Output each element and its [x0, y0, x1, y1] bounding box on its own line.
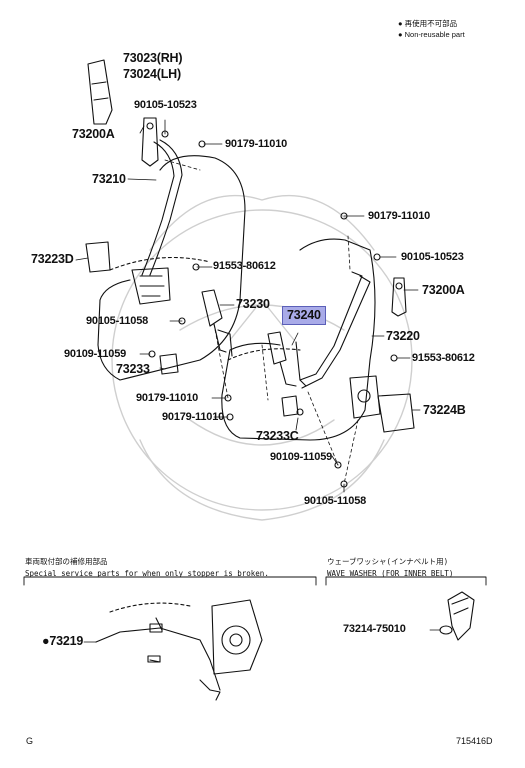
part-label-90109-11059-left[interactable]: 90109-11059 [64, 348, 127, 360]
left-buckle-cover [159, 353, 179, 375]
part-label-73210[interactable]: 73210 [92, 172, 126, 186]
footer-left-code: G [26, 736, 34, 746]
legend-japanese: ● 再使用不可部品 [398, 19, 458, 28]
part-label-90179-11010-right[interactable]: 90179-11010 [368, 210, 431, 222]
part-label-73223d[interactable]: 73223D [31, 252, 74, 266]
part-label-91553-80612-left[interactable]: 91553-80612 [213, 260, 276, 272]
part-label-90105-10523-right[interactable]: 90105-10523 [401, 251, 464, 263]
part-label-73220[interactable]: 73220 [386, 329, 420, 343]
part-label-91553-80612-right[interactable]: 91553-80612 [412, 352, 475, 364]
part-label-73200a-left[interactable]: 73200A [72, 127, 115, 141]
part-label-90105-11058-right[interactable]: 90105-11058 [304, 495, 367, 507]
section-left-title-en: Special service parts for when only stop… [25, 569, 269, 578]
watermark-emblem [111, 194, 413, 521]
part-label-90105-11058-left[interactable]: 90105-11058 [86, 315, 149, 327]
part-label-90105-10523-left[interactable]: 90105-10523 [134, 99, 197, 111]
right-seat-outline [221, 238, 376, 441]
right-retractor [349, 375, 381, 419]
right-belt-webbing [301, 275, 371, 389]
right-buckle-cover [281, 395, 299, 417]
part-label-73240-highlighted[interactable]: 73240 [282, 306, 326, 325]
part-label-90179-11010-mid[interactable]: 90179-11010 [136, 392, 199, 404]
footer-right-code: 715416D [456, 736, 493, 746]
part-label-73230[interactable]: 73230 [236, 297, 270, 311]
legend-english: ● Non-reusable part [398, 30, 465, 39]
right-section-bracket [325, 576, 487, 586]
left-retractor [131, 267, 171, 305]
part-label-73219[interactable]: ●73219 [42, 634, 84, 648]
inner-belt-buckle [447, 591, 475, 641]
part-label-73233c[interactable]: 73233C [256, 429, 299, 443]
left-buckle [201, 289, 223, 327]
wave-washer [439, 625, 453, 635]
part-label-73024[interactable]: 73024(LH) [123, 67, 181, 81]
lower-retractor [211, 599, 263, 675]
left-seat-outline [97, 155, 246, 381]
left-belt-webbing [149, 139, 183, 276]
section-left-title-jp: 車両取付部の補修用部品 [25, 557, 108, 566]
right-shoulder-anchor [391, 277, 407, 317]
left-shoulder-anchor [141, 117, 159, 167]
part-label-90179-11010-top[interactable]: 90179-11010 [225, 138, 288, 150]
right-buckle [267, 331, 287, 365]
part-label-73200a-right[interactable]: 73200A [422, 283, 465, 297]
section-right-title-jp: ウェーブワッシャ(インナベルト用) [327, 557, 449, 566]
part-label-90179-11010-low[interactable]: 90179-11010 [162, 411, 225, 423]
left-section-bracket [23, 576, 317, 586]
right-retractor-cover [377, 393, 415, 433]
part-label-73224b[interactable]: 73224B [423, 403, 466, 417]
part-label-73023[interactable]: 73023(RH) [123, 51, 183, 65]
stopper-bracket [95, 627, 221, 691]
left-belt-guide [85, 241, 111, 273]
part-label-73214-75010[interactable]: 73214-75010 [343, 623, 406, 635]
part-label-90109-11059-right[interactable]: 90109-11059 [270, 451, 333, 463]
section-right-title-en: WAVE WASHER (FOR INNER BELT) [327, 569, 454, 578]
part-label-73233[interactable]: 73233 [116, 362, 150, 376]
pillar-trim-cover [87, 59, 113, 125]
